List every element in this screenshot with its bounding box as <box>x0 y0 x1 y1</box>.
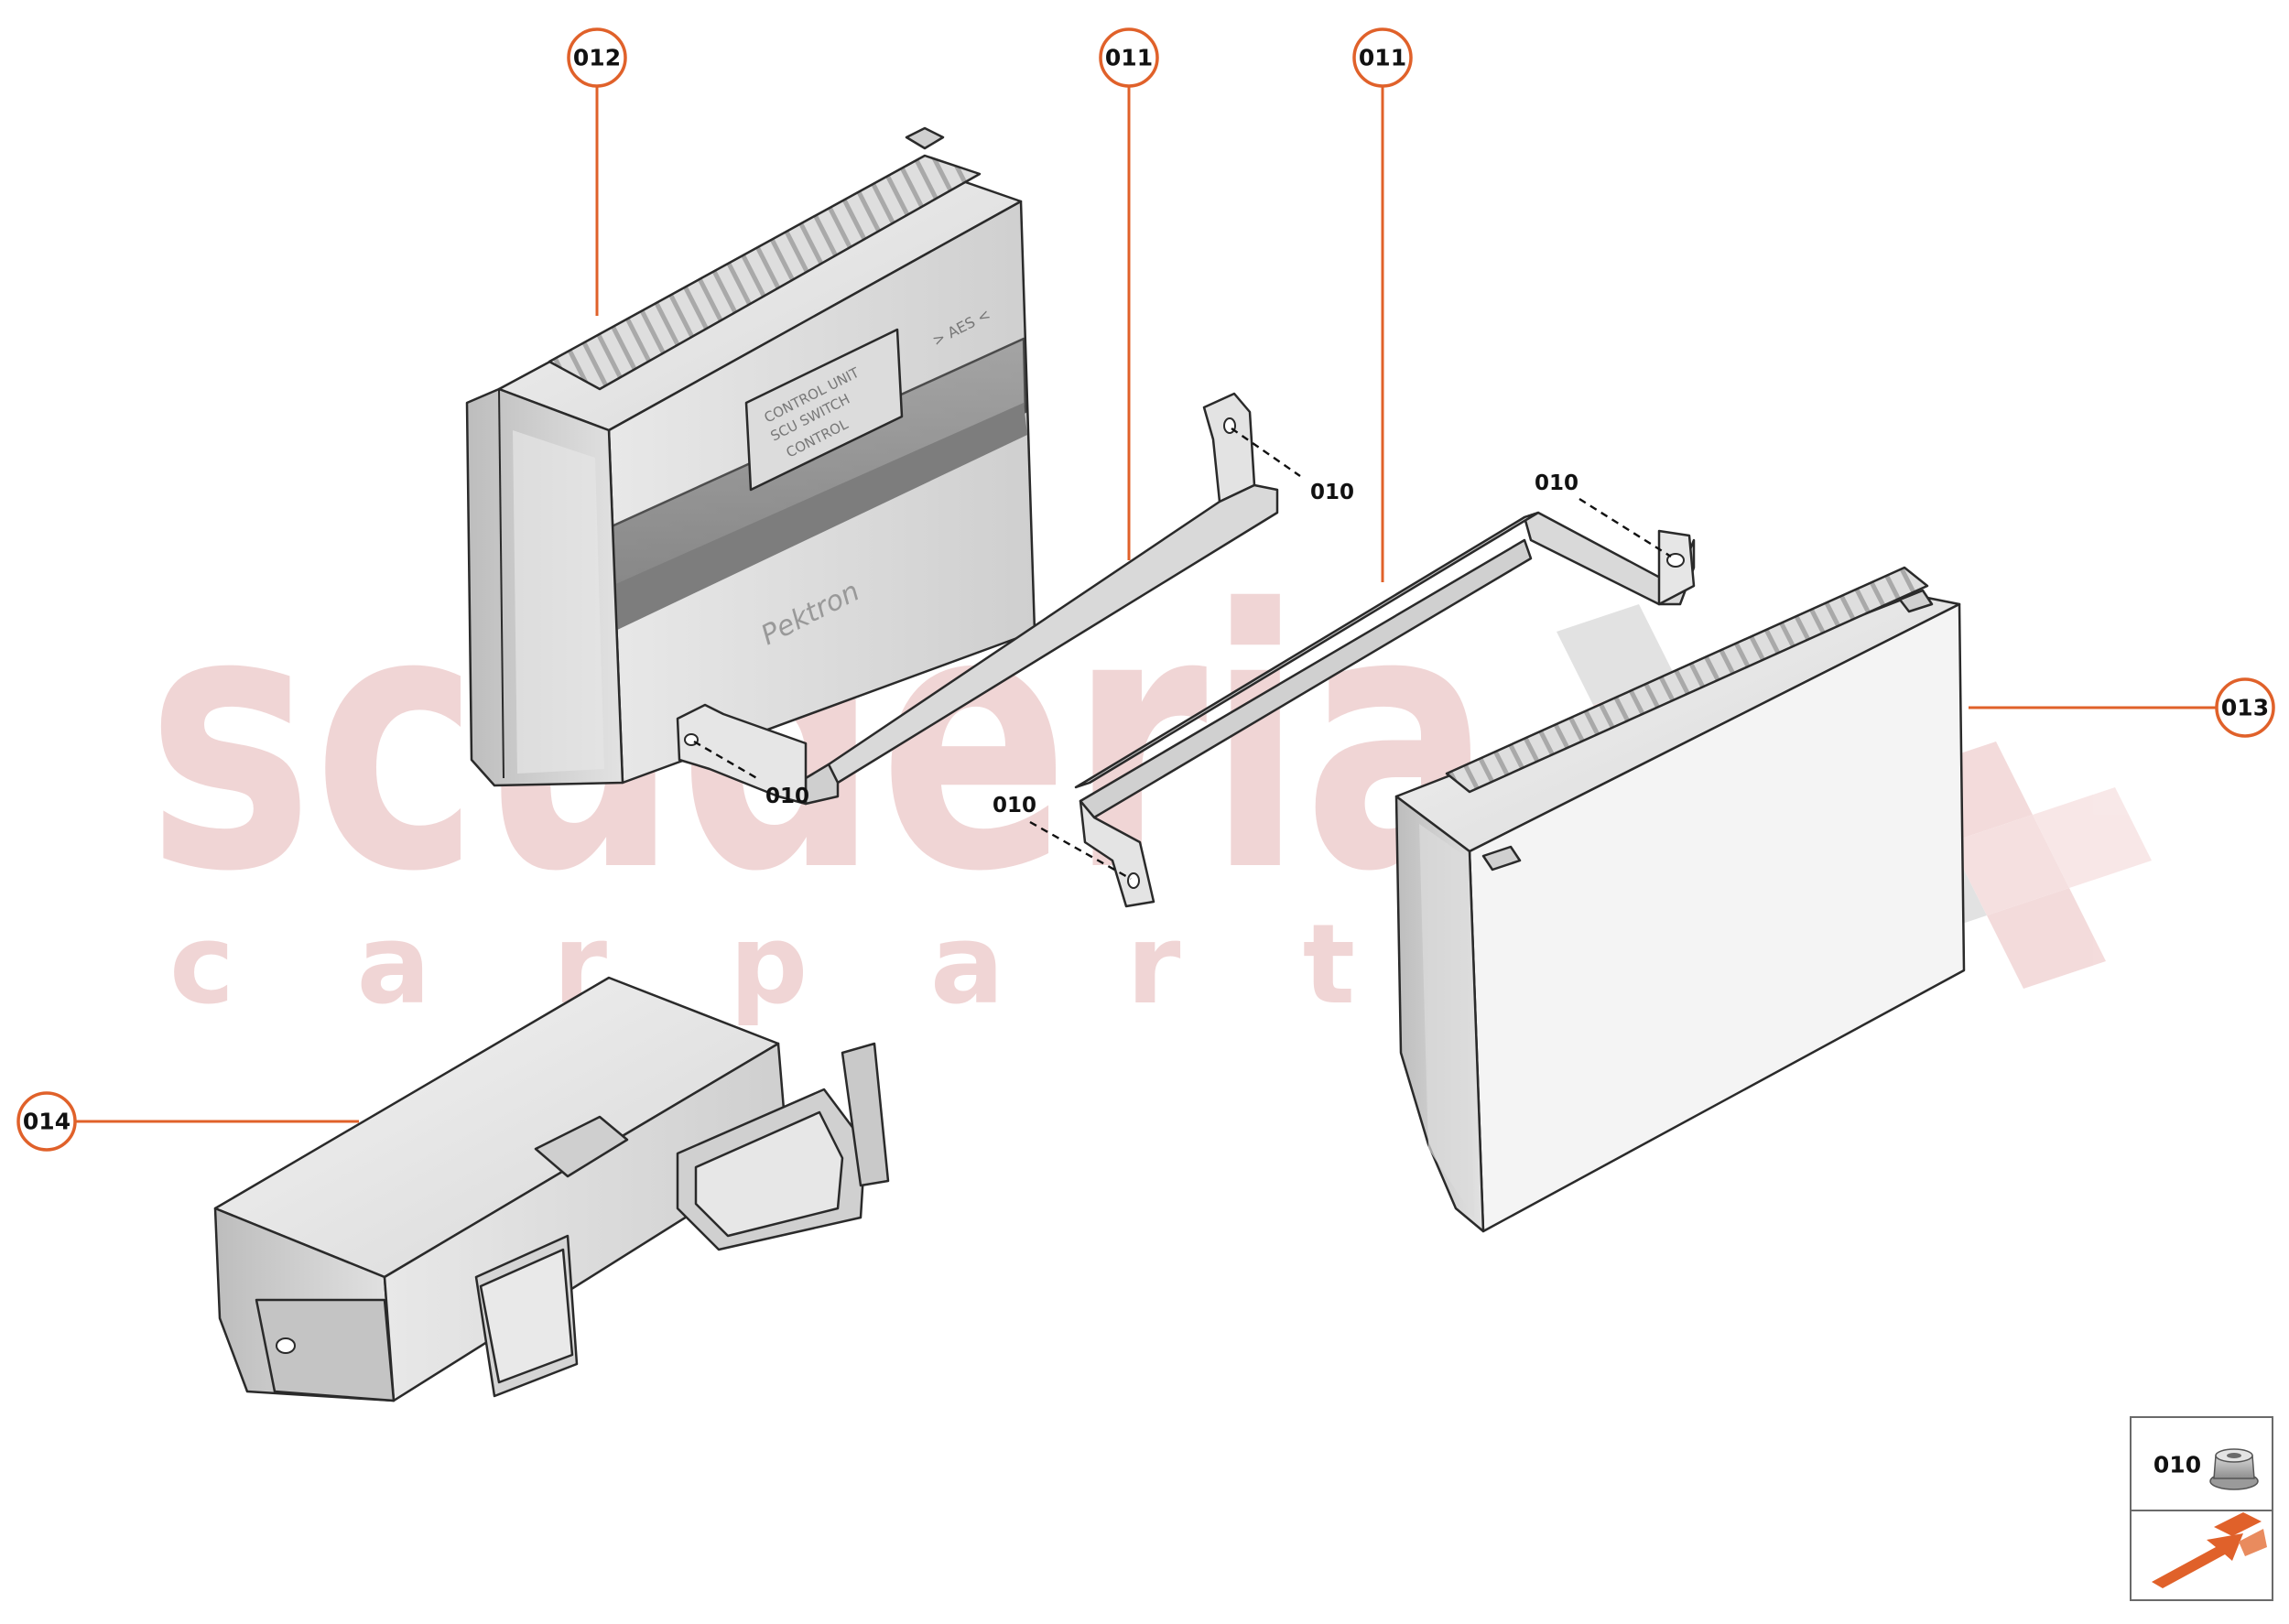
legend-panel: 010 <box>2130 1416 2273 1601</box>
fastener-label-4: 010 <box>993 794 1036 817</box>
callout-012[interactable]: 012 <box>567 27 627 316</box>
forward-arrow-icon <box>2152 1512 2267 1588</box>
callout-011-right-label: 011 <box>1359 45 1406 71</box>
control-unit-013 <box>1394 566 1966 1233</box>
flanged-nut-icon <box>2209 1448 2259 1490</box>
callout-013[interactable]: 013 <box>1969 677 2275 738</box>
callout-014-label: 014 <box>23 1109 71 1135</box>
fastener-label-2: 010 <box>765 785 809 808</box>
callout-014[interactable]: 014 <box>16 1091 359 1152</box>
control-unit-014 <box>213 976 890 1402</box>
fastener-leaders <box>693 428 1672 881</box>
callout-012-label: 012 <box>573 45 621 71</box>
control-unit-012: CONTROL UNIT SCU SWITCH CONTROL > AES < … <box>465 126 1036 787</box>
legend-part-label: 010 <box>2153 1452 2201 1478</box>
fastener-label-1: 010 <box>1310 481 1354 504</box>
fastener-label-3: 010 <box>1535 471 1578 495</box>
callout-011-left[interactable]: 011 <box>1099 27 1159 560</box>
bracket-011-left <box>676 392 1279 806</box>
callout-011-left-label: 011 <box>1105 45 1153 71</box>
callout-013-label: 013 <box>2221 695 2269 721</box>
bracket-011-right <box>1074 511 1696 908</box>
callout-011-right[interactable]: 011 <box>1352 27 1413 582</box>
watermark-sub-text: c a r p a r t s <box>169 902 1543 1029</box>
